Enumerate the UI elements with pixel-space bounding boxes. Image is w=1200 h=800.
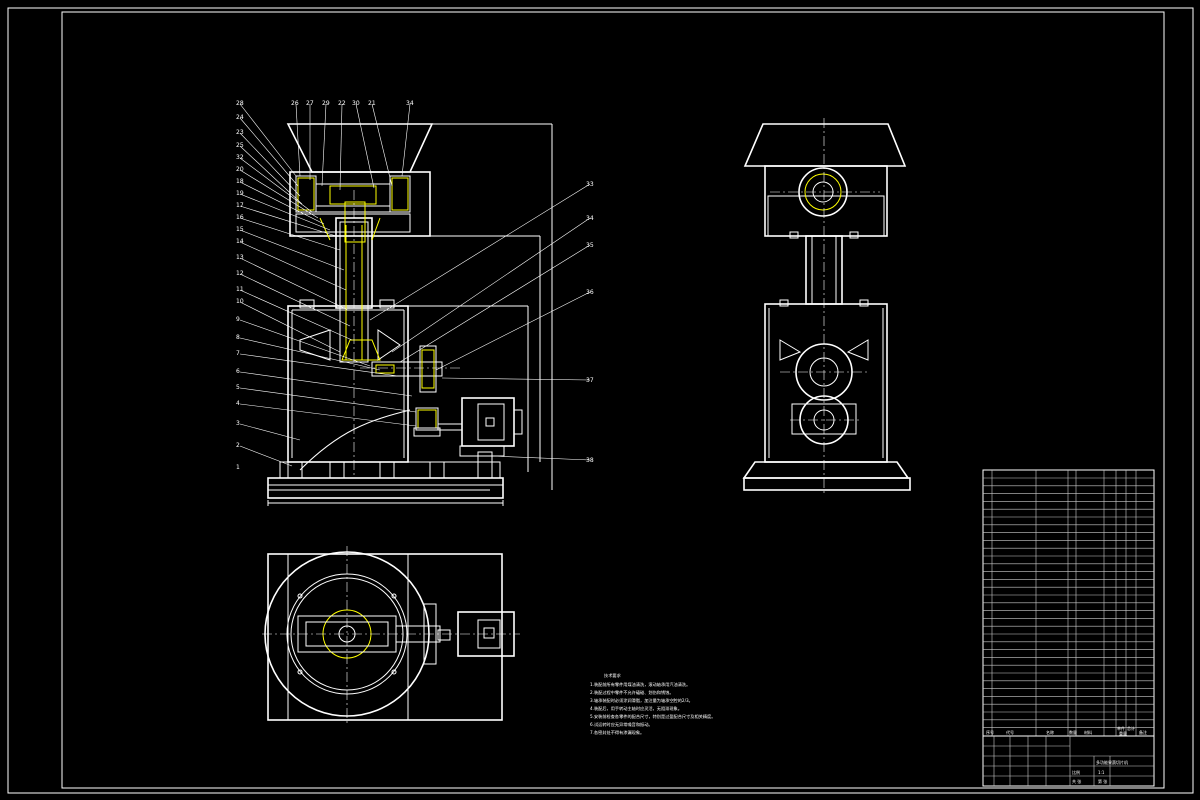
callout-6: 6: [236, 368, 240, 375]
callout-34b: 34: [586, 215, 594, 222]
callout-30: 30: [352, 100, 360, 107]
hdr-weight: 重量: [1119, 730, 1127, 736]
note-line-7: 7.各密封处不得有渗漏现象。: [590, 729, 644, 736]
front-view-callouts: 28 26 27 29 22 30 21 34 24 23 25 32 20 1…: [236, 100, 594, 471]
callout-36: 36: [586, 289, 594, 296]
callout-16: 16: [236, 214, 244, 221]
hdr-qty: 数量: [1069, 729, 1077, 735]
side-view: [742, 118, 911, 496]
note-line-4: 4.装配后，用手转动主轴时应灵活，无阻滞现象。: [590, 705, 682, 712]
callout-3: 3: [236, 420, 240, 427]
callout-8: 8: [236, 334, 240, 341]
callout-21: 21: [368, 100, 376, 107]
hdr-code: 代号: [1006, 729, 1014, 735]
note-line-2: 2.装配过程中零件不允许磕碰、划伤和锈蚀。: [590, 689, 674, 696]
notes-heading: 技术要求: [604, 672, 622, 679]
callout-19: 19: [236, 190, 244, 197]
callout-24: 24: [236, 114, 244, 121]
callout-26: 26: [291, 100, 299, 107]
title-block-scale-value: 1:1: [1098, 770, 1105, 775]
callout-13: 13: [236, 254, 244, 261]
note-line-6: 6.试运转时应无异常噪音和振动。: [590, 721, 653, 728]
title-block-sheet-no: 第 张: [1098, 778, 1107, 784]
callout-7: 7: [236, 350, 240, 357]
technical-requirements-notes: 技术要求 1.装配前所有零件用煤油清洗，滚动轴承用汽油清洗。 2.装配过程中零件…: [590, 672, 715, 736]
hdr-seq: 序号: [986, 729, 994, 735]
callout-20: 20: [236, 166, 244, 173]
top-view: [262, 546, 520, 724]
callout-33: 33: [586, 181, 594, 188]
callout-10: 10: [236, 298, 244, 305]
callout-17: 17: [236, 202, 244, 209]
callout-22: 22: [338, 100, 346, 107]
callout-37: 37: [586, 377, 594, 384]
callout-32: 32: [236, 154, 244, 161]
title-block: 多功能果蔬切片机 比例 1:1 共 张 第 张: [982, 735, 1155, 787]
hdr-remark: 备注: [1139, 729, 1147, 735]
callout-15: 15: [236, 226, 244, 233]
note-line-3: 3.轴承装配时必须涂润滑脂，加注量为轴承空腔的2/3。: [590, 697, 693, 704]
note-line-5: 5.安装前检查各零件的配合尺寸，特别是过盈配合尺寸及相关精度。: [590, 713, 715, 720]
callout-11: 11: [236, 286, 244, 293]
callout-35: 35: [586, 242, 594, 249]
callout-12: 12: [236, 270, 244, 277]
parts-list-table: 序号 代号 名称 数量 材料 单件 总计 重量 备注: [982, 469, 1155, 737]
callout-29: 29: [322, 100, 330, 107]
title-block-scale-label: 比例: [1072, 769, 1080, 775]
front-section-view: [267, 123, 553, 506]
hdr-name: 名称: [1046, 729, 1054, 735]
parts-header-row: 序号 代号 名称 数量 材料 单件 总计 重量 备注: [986, 725, 1147, 736]
callout-38: 38: [586, 457, 594, 464]
callout-14: 14: [236, 238, 244, 245]
title-block-total-sheets: 共 张: [1072, 778, 1081, 784]
callout-5: 5: [236, 384, 240, 391]
inner-frame: [61, 11, 1165, 789]
callout-23: 23: [236, 129, 244, 136]
callout-34: 34: [406, 100, 414, 107]
hdr-total: 总计: [1127, 725, 1135, 731]
title-block-drawing-title: 多功能果蔬切片机: [1096, 759, 1128, 765]
callout-27: 27: [306, 100, 314, 107]
callout-1: 1: [236, 464, 240, 471]
note-line-1: 1.装配前所有零件用煤油清洗，滚动轴承用汽油清洗。: [590, 681, 690, 688]
callout-9: 9: [236, 316, 240, 323]
hdr-material: 材料: [1084, 729, 1092, 735]
hdr-unit: 单件: [1117, 725, 1125, 731]
callout-28: 28: [236, 100, 244, 107]
outer-border: [7, 7, 1194, 794]
callout-18: 18: [236, 178, 244, 185]
callout-2: 2: [236, 442, 240, 449]
callout-4: 4: [236, 400, 240, 407]
callout-25: 25: [236, 142, 244, 149]
